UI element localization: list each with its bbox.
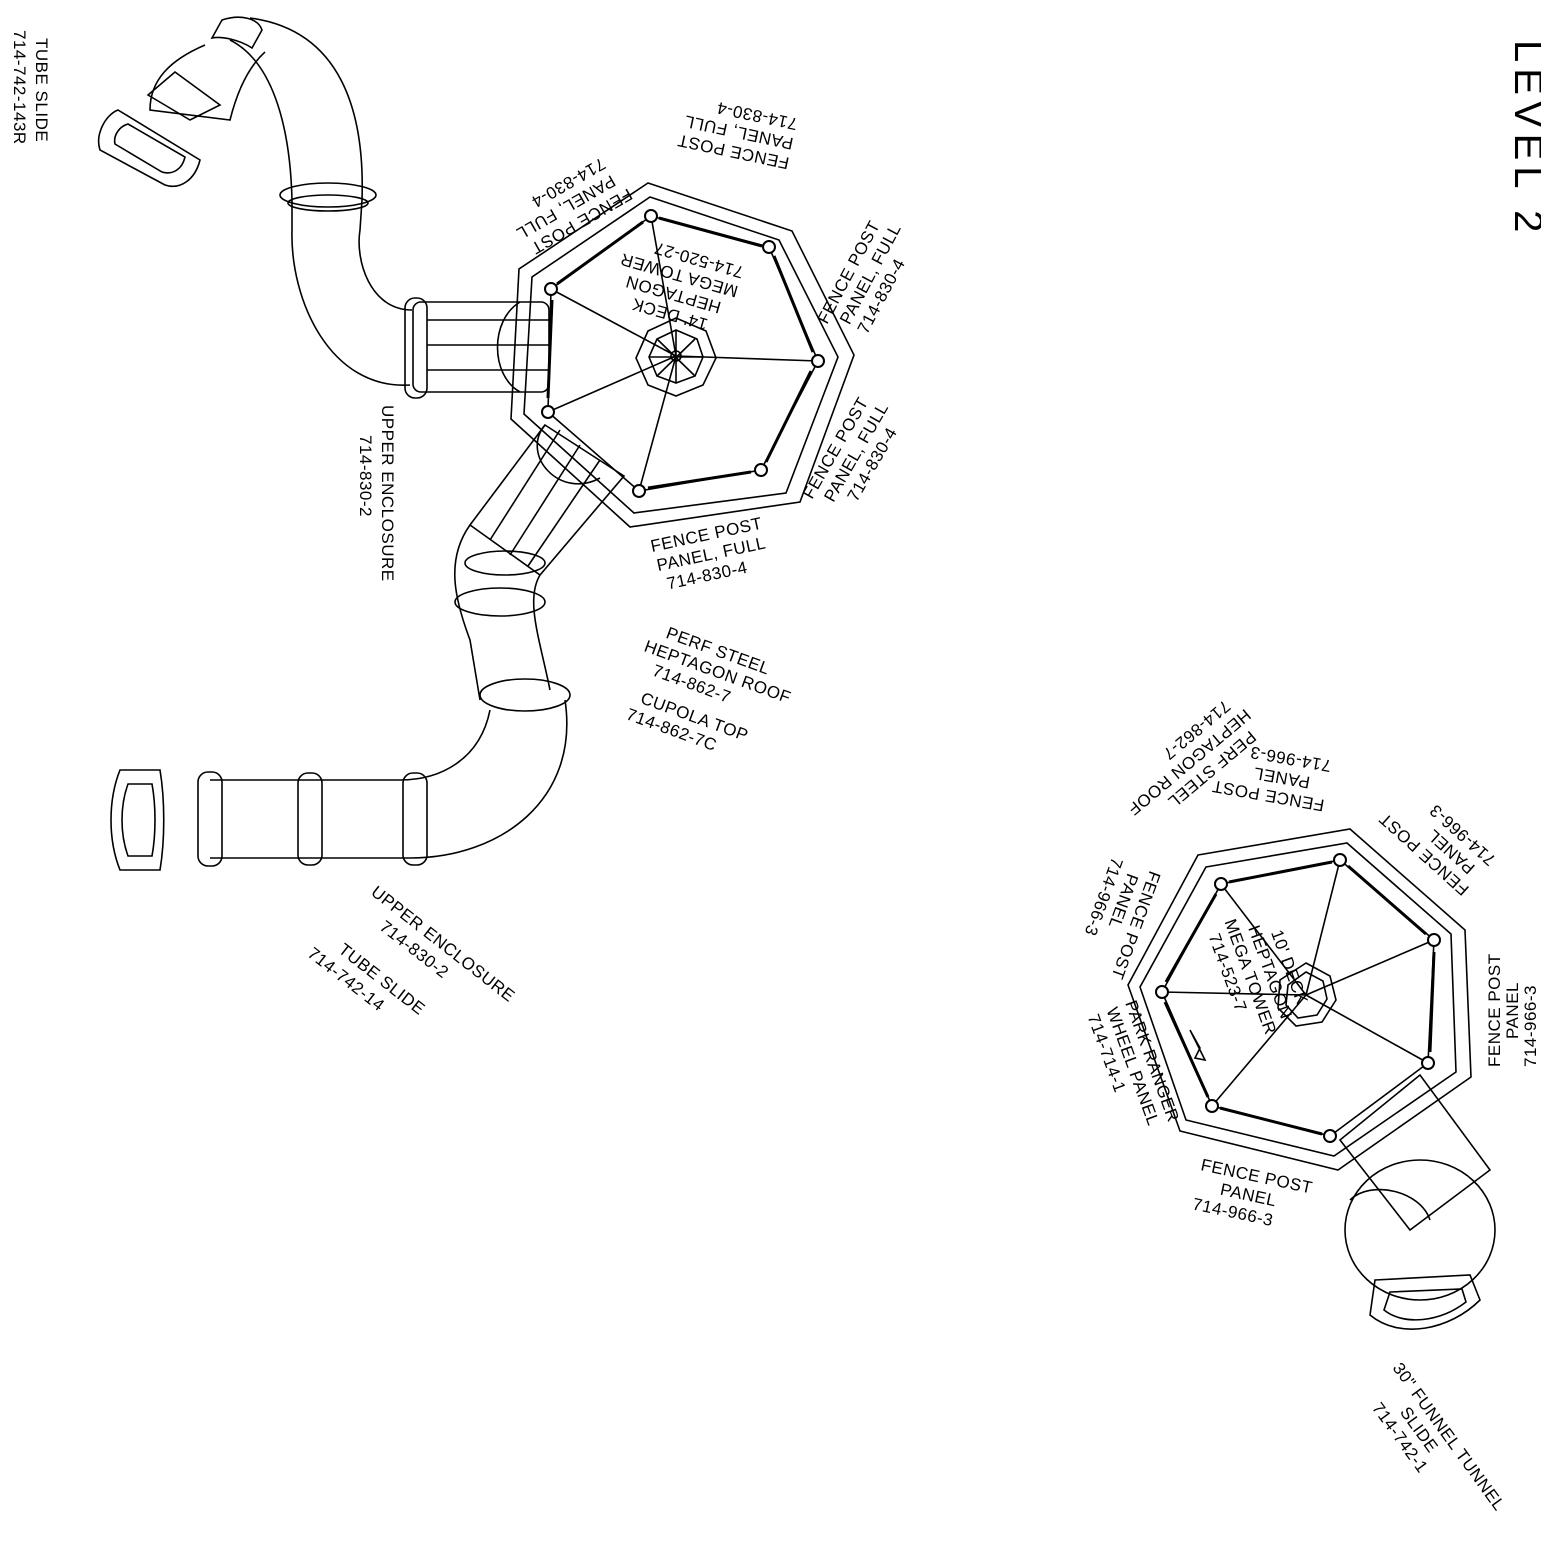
- label-fence-left-right: FENCE POST PANEL 714-966-3: [1081, 855, 1164, 982]
- label-roof-right: PERF STEEL HEPTAGON ROOF 714-862-7: [1124, 696, 1260, 819]
- label-funnel-tunnel: 30" FUNNEL TUNNEL SLIDE 714-742-1: [1368, 1359, 1509, 1514]
- svg-text:TUBE SLIDE: TUBE SLIDE: [32, 38, 51, 142]
- label-fence-right-right: FENCE POST PANEL 714-966-3: [1485, 953, 1540, 1067]
- wheel-panel-icon: [1189, 1029, 1207, 1062]
- label-upper-enclosure-a: UPPER ENCLOSURE 714-830-2: [356, 405, 397, 582]
- label-fence-bottom-right: FENCE POST PANEL 714-966-3: [1191, 1155, 1314, 1230]
- label-fence-topleft: FENCE POST PANEL, FULL 714-830-4: [513, 154, 636, 258]
- left-deck-outer: [510, 182, 855, 528]
- right-tower: [1127, 828, 1496, 1330]
- label-tube-slide-r: TUBE SLIDE 714-742-143R: [10, 30, 51, 145]
- label-fence-top: FENCE POST PANEL, FULL 714-830-4: [676, 98, 799, 173]
- tube-slide: [110, 524, 571, 871]
- left-upper-enclosure: [412, 301, 550, 393]
- svg-text:714-742-143R: 714-742-143R: [10, 30, 29, 145]
- right-deck-outer: [1127, 828, 1472, 1171]
- svg-text:714-830-2: 714-830-2: [356, 435, 375, 517]
- left-tower: [404, 182, 855, 577]
- label-fence-topright-right: FENCE POST PANEL 714-966-3: [1376, 800, 1500, 899]
- label-fence-right2: FENCE POST PANEL, FULL 714-830-4: [799, 394, 901, 505]
- label-deck-14: 14' DECK HEPTAGON MEGA TOWER 714-520-27: [618, 238, 746, 334]
- svg-text:714-966-3: 714-966-3: [1521, 985, 1540, 1067]
- funnel-exit: [1369, 1274, 1481, 1330]
- right-cupola: [1277, 962, 1337, 1027]
- label-fence-bottom: FENCE POST PANEL, FULL 714-830-4: [649, 514, 768, 594]
- tube-slide-r: [98, 16, 413, 386]
- level-title: LEVEL 2: [1506, 40, 1541, 238]
- svg-text:UPPER ENCLOSURE: UPPER ENCLOSURE: [378, 405, 397, 582]
- svg-text:FENCE POST: FENCE POST: [1485, 953, 1504, 1067]
- label-fence-right1: FENCE POST PANEL, FULL 714-830-4: [814, 218, 909, 337]
- svg-text:PANEL: PANEL: [1503, 982, 1522, 1039]
- label-deck-10: 10' DECK HEPTAGON MEGA TOWER 714-523-7: [1205, 917, 1312, 1038]
- left-cupola: [635, 317, 717, 397]
- label-cupola: CUPOLA TOP 714-862-7C: [624, 689, 751, 755]
